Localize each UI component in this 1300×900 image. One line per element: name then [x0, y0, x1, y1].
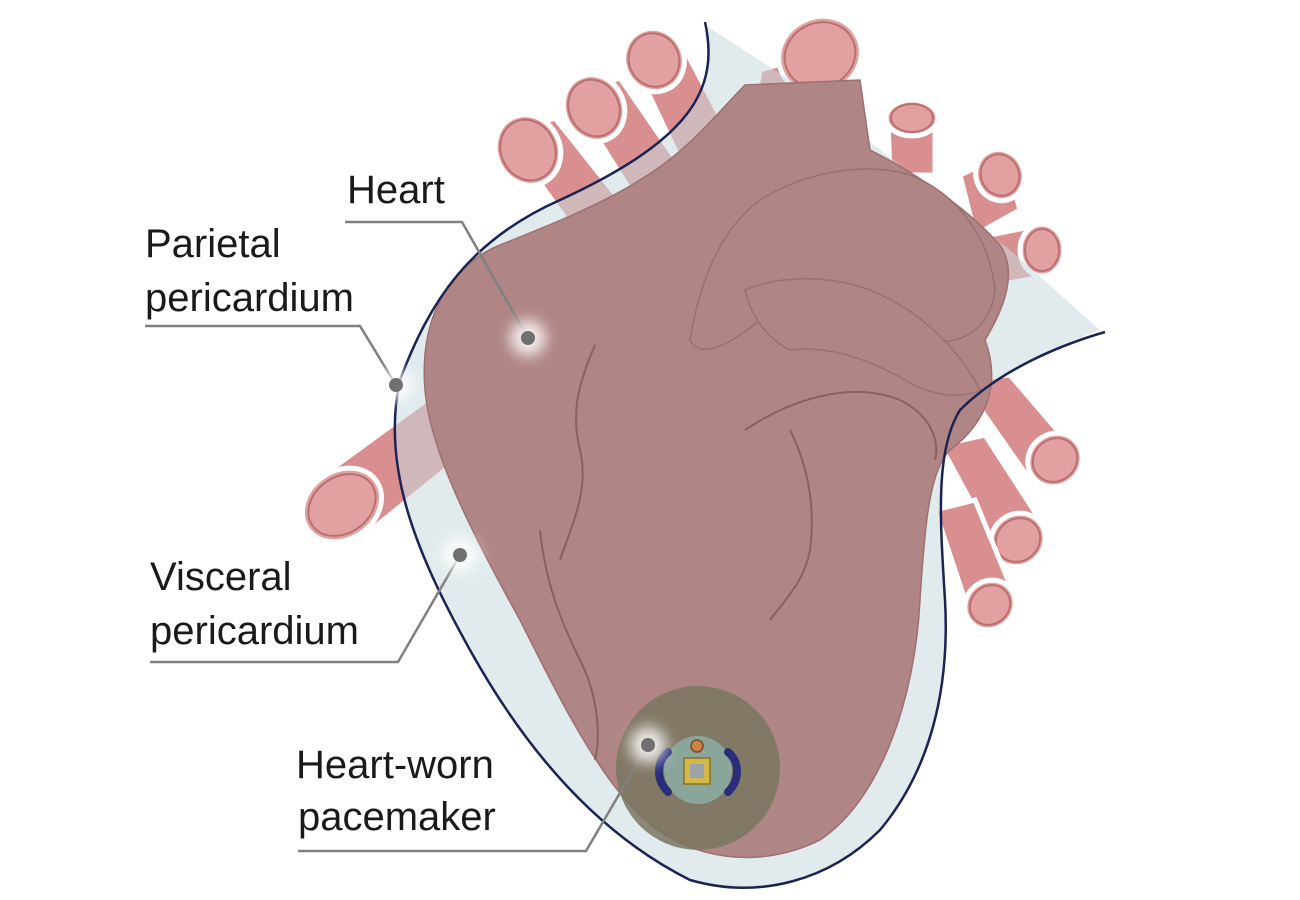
pacemaker-device-icon [616, 686, 780, 850]
pacemaker-leader [298, 744, 650, 853]
right-contour-line [769, 429, 813, 621]
heart-anchor-dot [521, 331, 535, 345]
atrium-contour-line [744, 390, 938, 461]
pacemaker-label-line1: Heart-worn [296, 743, 494, 787]
leader-lines [145, 220, 650, 853]
lower-contour-line [539, 529, 599, 761]
visceral-anchor-dot [453, 548, 467, 562]
interventricular-line [559, 344, 596, 561]
anchor-dots [380, 320, 666, 763]
labels: Heart Parietal pericardium Visceral peri… [145, 168, 496, 839]
parietal-label-line1: Parietal [145, 222, 281, 266]
pulmonary-trunk [744, 278, 982, 396]
heart-label: Heart [347, 168, 445, 212]
parietal-label-line2: pericardium [145, 276, 354, 320]
visceral-label-line1: Visceral [150, 555, 292, 599]
pacemaker-anchor-dot [641, 738, 655, 752]
pacemaker-label-line2: pacemaker [298, 795, 496, 839]
visceral-label-line2: pericardium [150, 609, 359, 653]
parietal-leader [145, 324, 398, 386]
parietal-anchor-dot [389, 378, 403, 392]
heart [423, 79, 1010, 859]
visceral-leader [150, 554, 462, 664]
parietal-pericardium-outline [393, 21, 1106, 889]
heart-leader [345, 220, 530, 339]
